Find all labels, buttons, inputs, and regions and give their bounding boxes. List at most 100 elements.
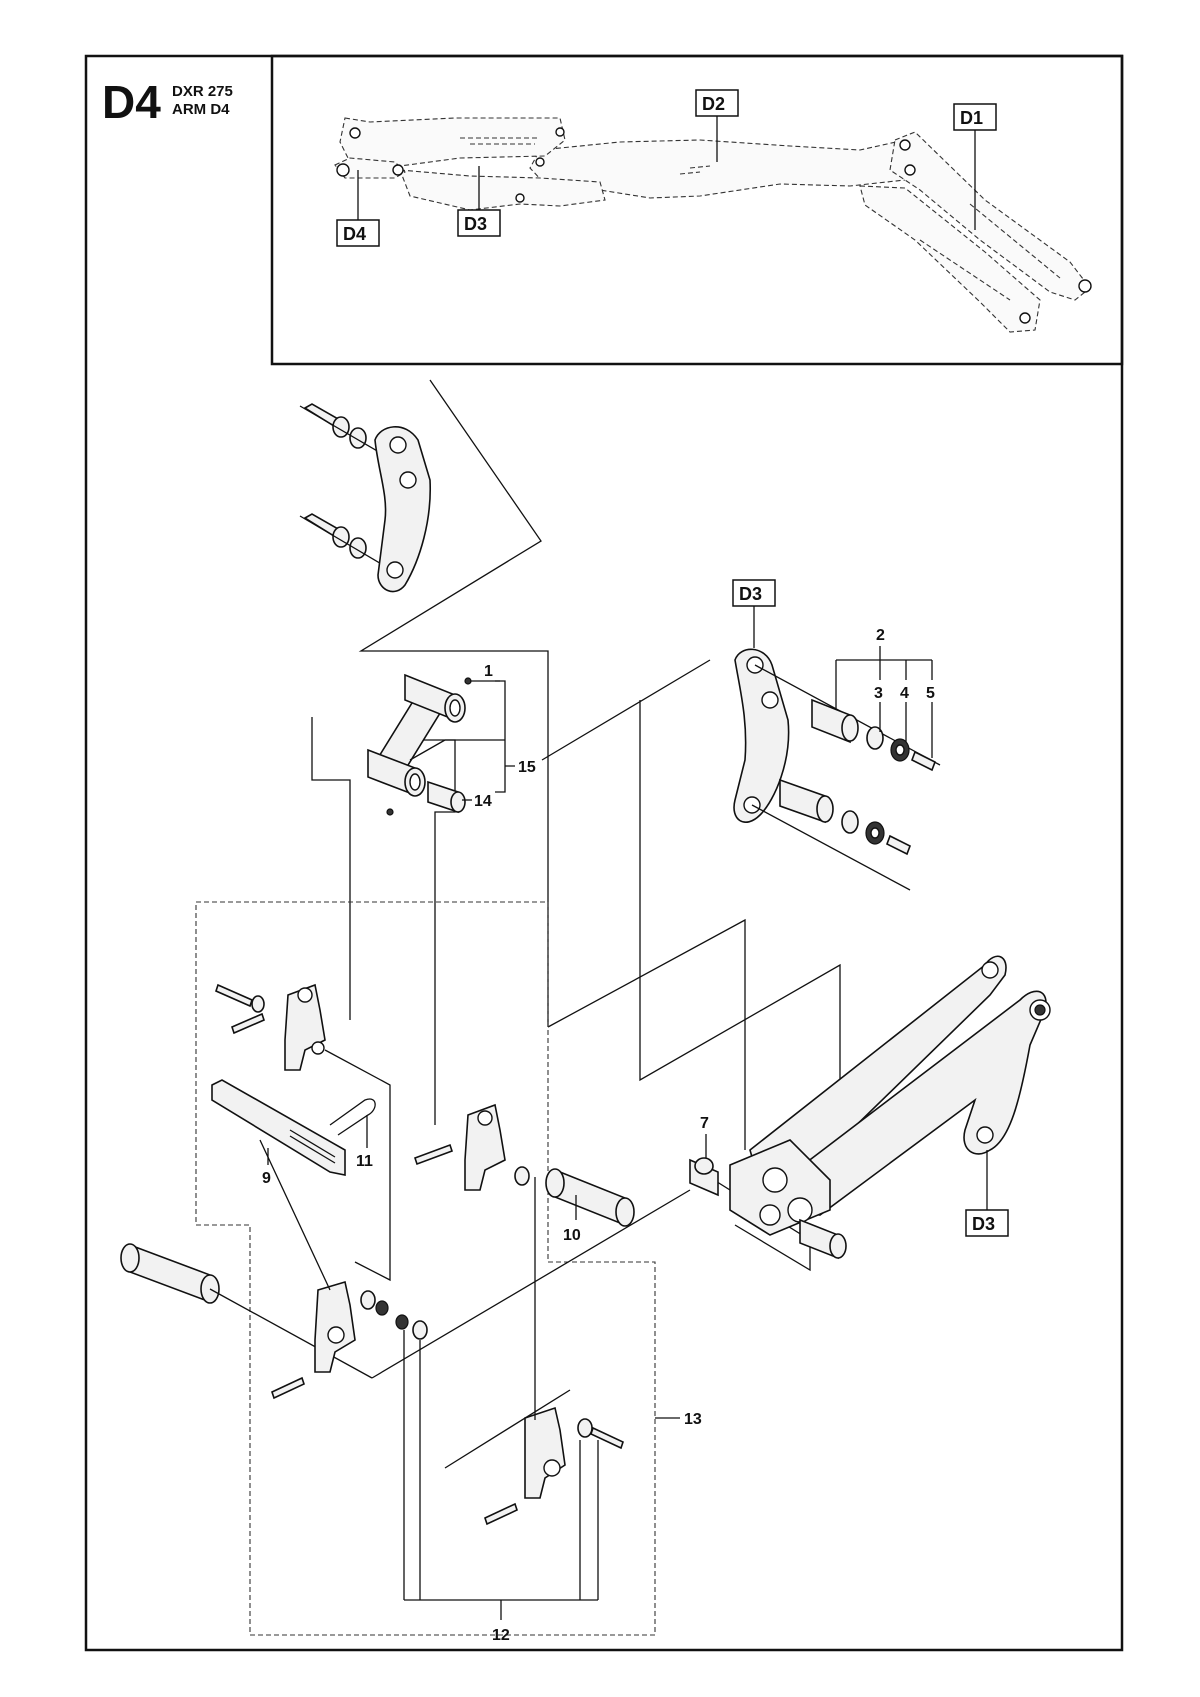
callout-10: 10	[563, 1227, 581, 1244]
pedal-9-grip	[289, 1129, 336, 1164]
plane-mid	[639, 700, 841, 1190]
lower-arm	[689, 955, 1051, 1260]
hook-lower-right-bolt-b	[484, 1502, 518, 1526]
overview-pin-8	[1078, 279, 1092, 293]
overview-frame	[270, 54, 1124, 366]
pin-2-lower-end	[816, 795, 834, 823]
callout-345-leaders	[879, 702, 933, 758]
hook-upper-hole-2	[311, 1041, 325, 1055]
callout-2-bracket	[835, 646, 933, 710]
overview-pin-10	[515, 193, 525, 203]
overview-arm-d3	[339, 117, 566, 167]
link-bushing-bottom-bore	[409, 773, 421, 791]
overview-pin-3	[349, 127, 361, 139]
r-clip-11	[329, 1098, 376, 1136]
washer-3-upper	[866, 726, 884, 750]
grease-nipple-bottom	[386, 808, 394, 816]
hook-lower-right	[524, 1406, 566, 1499]
upper-washer-2b	[349, 537, 367, 559]
callout-15: 15	[518, 759, 536, 776]
header: D4 DXR 275 ARM D4	[102, 76, 233, 128]
hook-middle	[464, 1103, 506, 1191]
plane-upper-plate	[358, 379, 549, 1027]
hook-middle-hole	[477, 1110, 493, 1126]
right-plate-hole-2	[761, 691, 779, 709]
washer-3-lower	[841, 810, 859, 834]
callout-15-bracket	[409, 680, 515, 793]
overview-hatch	[460, 137, 711, 175]
overview-d1-box	[953, 103, 997, 131]
callouts: 1 15 14 D3 2 3 4 5 7 D3 11 9 10	[262, 579, 1009, 1644]
overview-pin-5	[555, 127, 565, 137]
hook-middle-spacer	[514, 1166, 530, 1186]
callout-7: 7	[700, 1115, 709, 1132]
upper-plate-hole-1	[389, 436, 407, 454]
bolt-5-lower	[885, 834, 912, 856]
nut-12-a	[395, 1314, 409, 1330]
overview-d2-label: D2	[702, 94, 725, 114]
group-label: ARM D4	[172, 101, 230, 118]
plane-link	[311, 717, 351, 1020]
overview-outrigger-lower	[859, 185, 1041, 333]
hook-upper	[284, 983, 326, 1071]
overview-outrigger	[889, 131, 1091, 301]
callout-13: 13	[684, 1411, 702, 1428]
hook-upper-hole	[297, 987, 313, 1003]
right-plate-body	[733, 648, 790, 823]
callout-3: 3	[874, 685, 883, 702]
overview-inset: D2 D1 D4 D3	[270, 54, 1124, 366]
link-bushing-top-bore	[449, 699, 461, 717]
pin-2-upper	[811, 698, 851, 744]
overview-d3-box	[457, 209, 501, 237]
hook-upper-washer	[251, 995, 265, 1013]
right-axis-2	[751, 804, 911, 891]
callout-14: 14	[474, 793, 492, 810]
hook-lower-right-bolt-a	[590, 1426, 624, 1450]
upper-plate	[374, 426, 432, 593]
overview-cylinder-a	[969, 203, 1061, 279]
hook-lower-left-nut	[375, 1300, 389, 1316]
callout-1: 1	[484, 663, 493, 680]
hook-lower-left-hole	[327, 1326, 345, 1344]
arm-bore-1	[762, 1167, 788, 1193]
pin-left-axis	[209, 1288, 373, 1379]
washer-12-a	[412, 1320, 428, 1340]
overview-d4-label: D4	[343, 224, 366, 244]
hook-lower-right-hole	[543, 1459, 561, 1477]
locking-mechanism	[120, 983, 691, 1620]
hook-lower-right-washer	[577, 1418, 593, 1438]
arm-top-hole	[981, 961, 999, 979]
overview-d3-label: D3	[464, 214, 487, 234]
callout-4: 4	[900, 685, 909, 702]
pin-left-start	[120, 1243, 140, 1273]
pedal-9	[211, 1079, 346, 1176]
model-label: DXR 275	[172, 83, 233, 100]
upper-plate-body	[374, 426, 432, 593]
bushing-7-end	[694, 1157, 714, 1175]
overview-pin-7	[904, 164, 916, 176]
hook-upper-bolt-b	[231, 1012, 265, 1035]
overview-pin-4	[535, 157, 545, 167]
section-code: D4	[102, 76, 161, 128]
ref-d3-top: D3	[739, 584, 762, 604]
bracket-12	[403, 1330, 599, 1620]
right-plate-group	[733, 648, 941, 891]
bushing-14-end	[450, 791, 466, 813]
callout-12: 12	[492, 1627, 510, 1644]
overview-cylinder-b	[919, 239, 1011, 301]
bushing-arm-lower-end	[829, 1233, 847, 1259]
overview-d2-box	[695, 89, 739, 117]
arm-bottom-hole	[976, 1126, 994, 1144]
assembly-planes	[311, 379, 841, 1272]
pin-10	[554, 1168, 626, 1227]
callout-11: 11	[356, 1153, 373, 1170]
nut-4-upper-bore	[895, 744, 905, 756]
callout-5: 5	[926, 685, 935, 702]
page-frame	[84, 54, 1124, 1652]
arm-bore-3	[759, 1204, 781, 1226]
overview-pin-9	[1019, 312, 1031, 324]
link-assembly	[367, 673, 472, 816]
upper-plate-hole-3	[386, 561, 404, 579]
upper-washer-1b	[349, 427, 367, 449]
